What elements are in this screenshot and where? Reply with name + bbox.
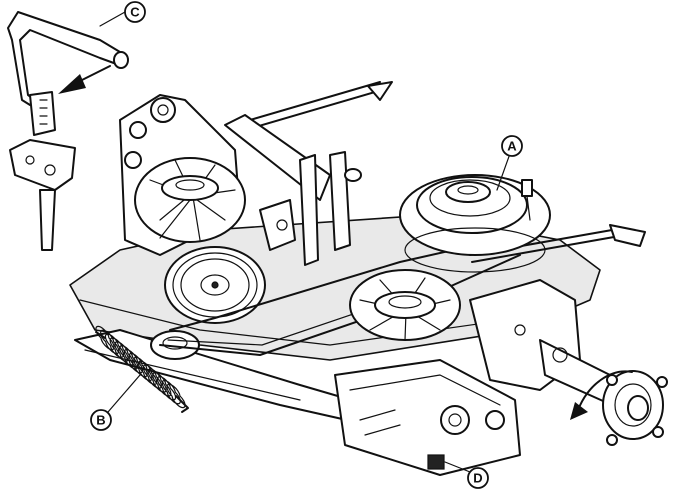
callout-a-label: A	[507, 139, 517, 154]
transmission-housing	[334, 359, 521, 476]
callout-d-label: D	[473, 471, 482, 486]
callout-a: A	[501, 135, 523, 157]
idler-pulley	[150, 330, 200, 360]
lever-direction-arrow	[58, 65, 111, 94]
right-cooling-fan	[349, 269, 461, 341]
center-tubes	[224, 114, 362, 266]
left-cooling-fan	[134, 157, 246, 243]
shift-lever	[7, 11, 129, 251]
callout-c: C	[124, 1, 146, 23]
control-rods	[249, 81, 646, 263]
drive-pulley	[164, 246, 266, 324]
wheel-hub	[602, 370, 668, 446]
electric-pto-clutch	[399, 174, 551, 273]
callout-b-label: B	[96, 413, 105, 428]
callout-b: B	[90, 409, 112, 431]
callout-d: D	[467, 467, 489, 489]
right-axle-housing	[469, 279, 613, 406]
callout-c-label: C	[130, 5, 140, 20]
hub-rotation-arrow	[570, 370, 633, 420]
tension-spring	[95, 325, 189, 413]
